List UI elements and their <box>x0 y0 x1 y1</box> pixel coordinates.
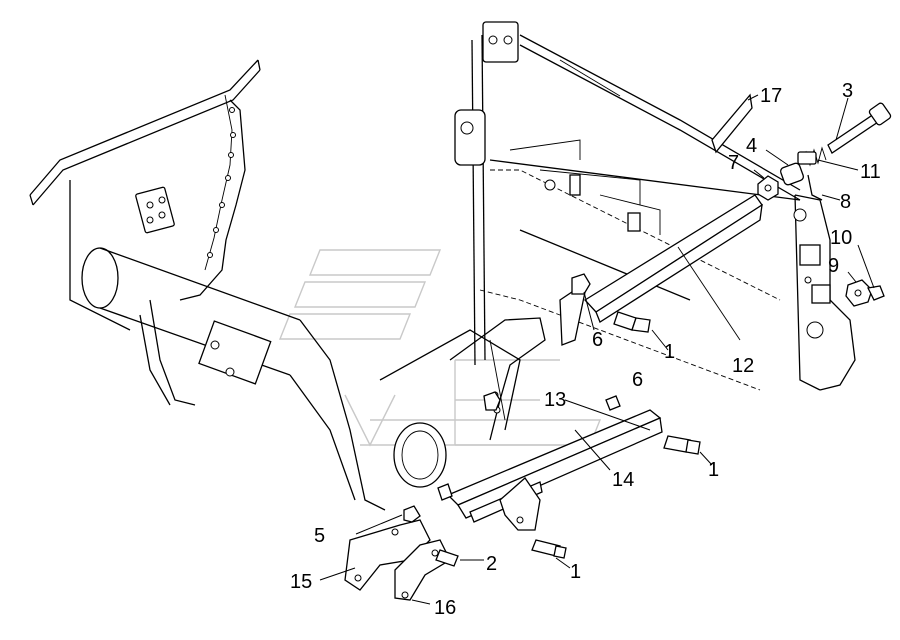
part-17-plate <box>711 93 759 154</box>
callout-7: 7 <box>728 152 739 174</box>
callout-11: 11 <box>860 161 881 183</box>
parts-13-14-straps <box>437 395 663 531</box>
part-3-pin <box>801 97 892 167</box>
callout-17: 17 <box>760 85 782 107</box>
callout-1-lower: 1 <box>570 561 581 583</box>
callout-4: 4 <box>746 135 757 157</box>
right-main-frame <box>454 21 801 391</box>
callout-16: 16 <box>434 597 456 619</box>
callout-1-upper: 1 <box>664 341 675 363</box>
parts-9-10-nut-bolt <box>845 244 885 307</box>
bolt-1-upper <box>583 291 669 351</box>
main-tube <box>81 247 386 511</box>
center-bracket-assembly <box>449 273 591 441</box>
callout-5: 5 <box>314 525 325 547</box>
callout-15: 15 <box>290 571 312 593</box>
callout-6-middle: 6 <box>632 369 643 391</box>
callout-3: 3 <box>842 80 853 102</box>
callout-10: 10 <box>830 227 852 249</box>
bolts-lower <box>435 539 571 569</box>
bolt-1-middle <box>663 435 713 466</box>
watermark-logo <box>278 249 602 447</box>
left-mounting-plate <box>29 59 261 331</box>
part-12-long-arm <box>583 194 763 341</box>
callout-8: 8 <box>840 191 851 213</box>
callout-2: 2 <box>486 553 497 575</box>
callout-6-upper: 6 <box>592 329 603 351</box>
callout-12: 12 <box>732 355 754 377</box>
right-end-bracket <box>793 194 856 391</box>
small-hardware <box>753 149 859 201</box>
tube-end-cap <box>379 329 521 488</box>
callout-9: 9 <box>828 255 839 277</box>
callout-1-middle: 1 <box>708 459 719 481</box>
parts-15-16-brackets <box>319 505 451 605</box>
callout-14: 14 <box>612 469 634 491</box>
callout-labels: 17 3 4 7 11 8 10 9 6 1 12 6 13 14 1 5 2 … <box>290 80 881 619</box>
callout-13: 13 <box>544 389 566 411</box>
